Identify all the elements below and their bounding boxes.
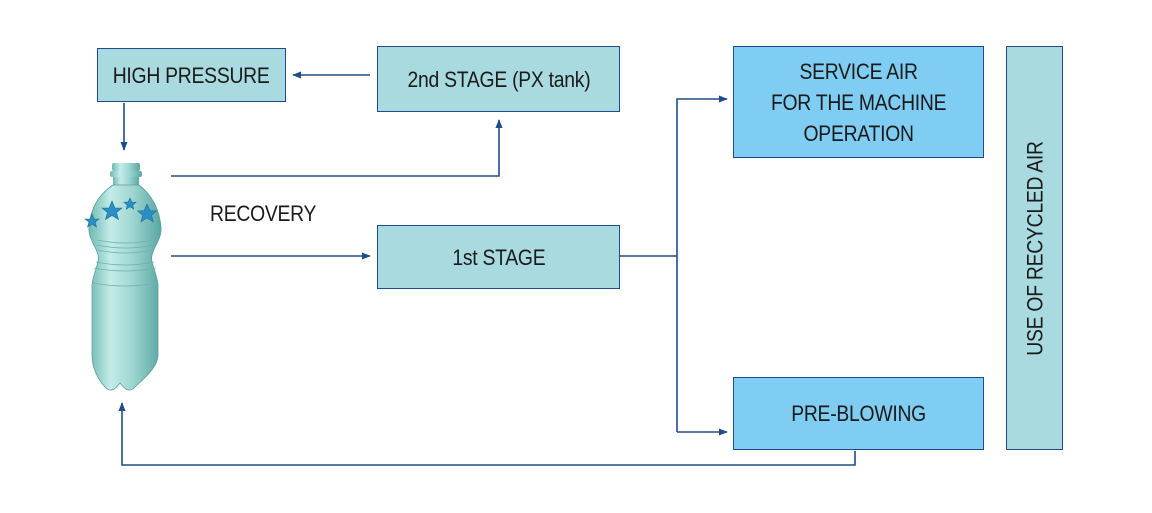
high-pressure-box: HIGH PRESSURE [97, 48, 286, 102]
service-air-label: SERVICE AIR FOR THE MACHINE OPERATION [770, 58, 947, 146]
first-stage-box: 1st STAGE [377, 225, 620, 289]
second-stage-label: 2nd STAGE (PX tank) [407, 66, 590, 92]
recovery-label: RECOVERY [210, 201, 317, 226]
second-stage-box: 2nd STAGE (PX tank) [377, 46, 620, 112]
arrow-bottle-to-second [171, 119, 503, 177]
arrow-branch-to-service [676, 95, 728, 432]
arrow-preblow-to-bottle [118, 402, 856, 466]
pre-blowing-box: PRE-BLOWING [733, 377, 984, 450]
use-recycled-air-label: USE OF RECYCLED AIR [1022, 140, 1048, 356]
first-stage-label: 1st STAGE [451, 244, 546, 270]
high-pressure-label: HIGH PRESSURE [113, 62, 270, 88]
pre-blowing-label: PRE-BLOWING [791, 401, 926, 426]
service-air-box: SERVICE AIR FOR THE MACHINE OPERATION [733, 46, 984, 158]
use-recycled-air-box: USE OF RECYCLED AIR [1006, 46, 1063, 450]
